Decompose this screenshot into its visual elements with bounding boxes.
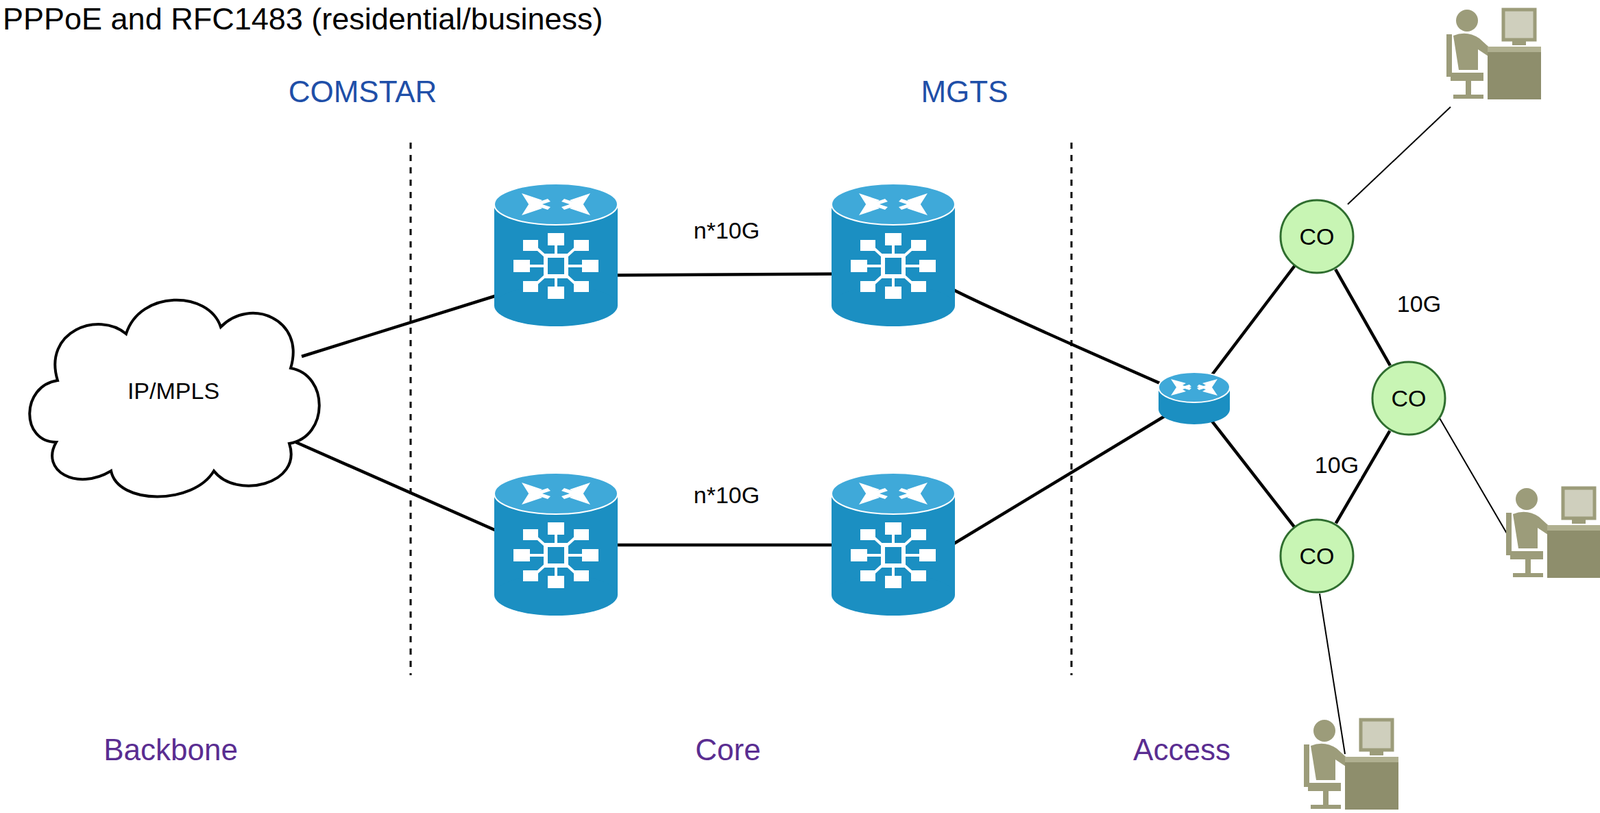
central-office: CO — [1279, 198, 1355, 275]
text-label: Access — [1133, 732, 1231, 768]
central-office: CO — [1371, 360, 1447, 436]
core-router — [831, 183, 955, 327]
central-office: CO — [1279, 518, 1355, 594]
text-label: n*10G — [693, 481, 760, 509]
core-router — [494, 183, 618, 327]
boundary-lines — [410, 142, 1072, 676]
text-label: COMSTAR — [288, 74, 438, 109]
core-router — [494, 473, 618, 616]
node-label: CO — [1391, 385, 1427, 412]
node-label: CO — [1299, 542, 1335, 570]
core-router — [831, 473, 955, 616]
text-label: n*10G — [693, 217, 760, 245]
ring-link — [1335, 269, 1391, 366]
text-label: PPPoE and RFC1483 (residential/business) — [2, 1, 603, 38]
text-label: MGTS — [920, 74, 1008, 109]
text-label: Core — [695, 732, 761, 768]
link-speed: 10G — [1312, 451, 1361, 479]
text-label: Backbone — [103, 732, 238, 768]
user-icon — [1506, 488, 1600, 578]
link-speed: 10G — [1395, 290, 1444, 318]
user-icon — [1303, 719, 1399, 810]
network-cloud: IP/MPLS — [15, 270, 332, 511]
access-router — [1158, 372, 1230, 425]
node-label: IP/MPLS — [127, 377, 220, 405]
user-icon — [1446, 9, 1542, 100]
node-label: CO — [1299, 223, 1335, 251]
links — [287, 236, 1317, 556]
subscriber-lines — [1319, 106, 1507, 755]
